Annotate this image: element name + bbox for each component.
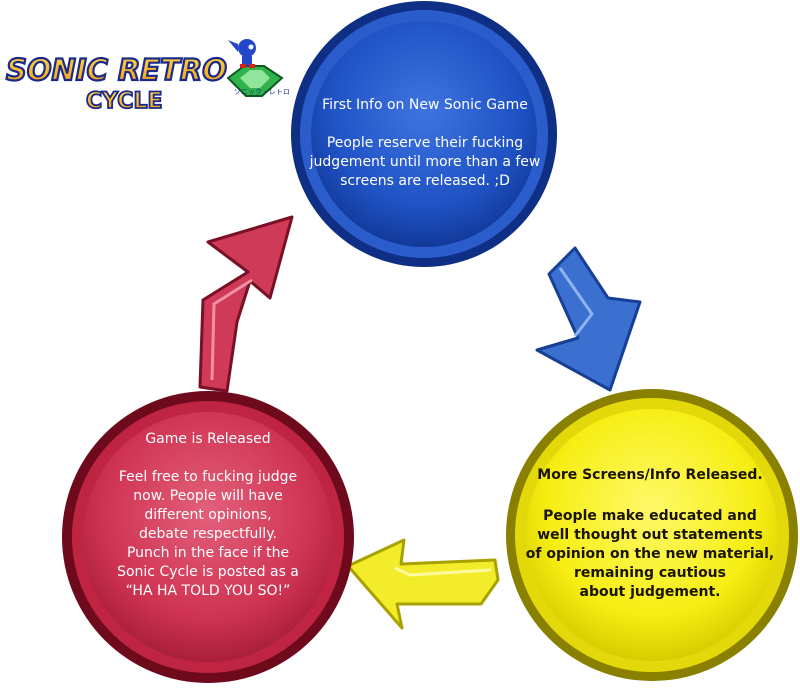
- node-right-circle: [506, 389, 798, 681]
- node-right-text: More Screens/Info Released. People make …: [522, 466, 778, 602]
- node-left-text: Game is Released Feel free to fucking ju…: [82, 430, 334, 601]
- logo-kana-text: ソニック・レトロ: [234, 88, 290, 96]
- node-top-circle: [291, 1, 557, 267]
- arrow-top-to-right: [535, 246, 642, 392]
- arrow-left-to-top: [198, 215, 294, 393]
- sonic-retro-logo: SONIC RETRO CYCLE ソニック・レトロ: [5, 39, 290, 115]
- node-top-title: First Info on New Sonic Game: [322, 97, 528, 113]
- node-top-body: People reserve their fucking judgement u…: [309, 135, 541, 189]
- node-left-circle: [62, 391, 354, 683]
- node-right-body: People make educated and well thought ou…: [525, 508, 775, 600]
- node-right-title: More Screens/Info Released.: [537, 467, 763, 483]
- node-left-body: Feel free to fucking judge now. People w…: [117, 469, 299, 599]
- node-top-text: First Info on New Sonic Game People rese…: [300, 96, 550, 191]
- logo-cycle-text: CYCLE: [86, 89, 162, 114]
- sonic-sprite-icon: [228, 39, 256, 68]
- node-left-title: Game is Released: [145, 431, 271, 447]
- arrow-right-to-left: [346, 538, 500, 630]
- logo-brand-text: SONIC RETRO: [6, 53, 227, 87]
